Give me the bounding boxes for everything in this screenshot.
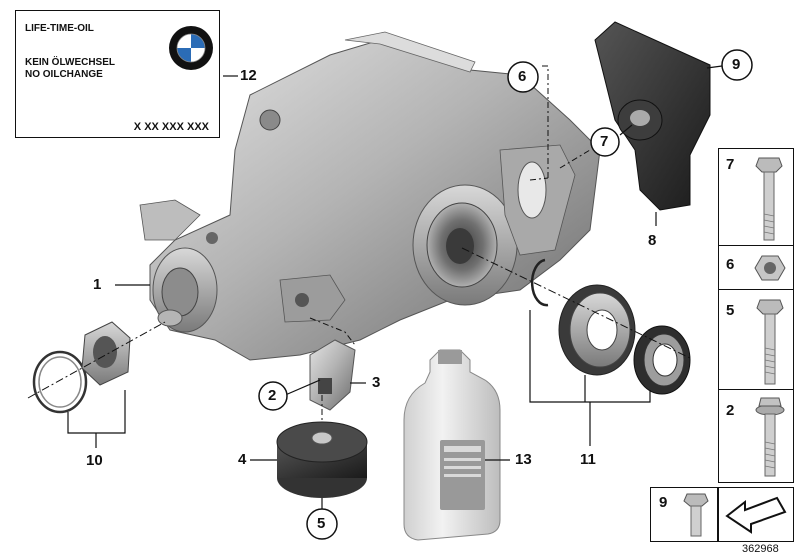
- seal-ring: [32, 350, 88, 414]
- rubber-mount: [276, 421, 368, 498]
- fastener-label: 2: [726, 402, 735, 419]
- callout-4[interactable]: 4: [238, 451, 247, 468]
- label-code: X XX XXX XXX: [133, 121, 209, 133]
- fastener-label: 6: [726, 256, 735, 273]
- long-bolt-icon: [755, 157, 783, 241]
- arrow-icon: [725, 496, 787, 534]
- fastener-item-5[interactable]: 5: [718, 290, 794, 390]
- callout-2[interactable]: 2: [268, 387, 277, 404]
- callout-9[interactable]: 9: [732, 56, 741, 73]
- short-bolt-icon: [683, 493, 709, 537]
- navigation-arrow[interactable]: [718, 487, 794, 542]
- callout-13[interactable]: 13: [515, 451, 532, 468]
- differential-housing: [139, 31, 601, 361]
- label-line-1: LIFE-TIME-OIL: [25, 23, 94, 34]
- callout-8[interactable]: 8: [648, 232, 657, 249]
- callout-1[interactable]: 1: [93, 276, 102, 293]
- callout-6[interactable]: 6: [518, 68, 527, 85]
- hex-nut-icon: [754, 255, 786, 281]
- callout-7[interactable]: 7: [600, 133, 609, 150]
- fastener-label: 5: [726, 302, 735, 319]
- label-line-3: NO OILCHANGE: [25, 69, 103, 80]
- mount-bracket: [309, 339, 356, 411]
- diagram-id: 362968: [742, 543, 779, 555]
- callout-5[interactable]: 5: [317, 515, 326, 532]
- fastener-item-6[interactable]: 6: [718, 246, 794, 290]
- callout-12[interactable]: 12: [240, 67, 257, 84]
- oil-info-label: LIFE-TIME-OIL KEIN ÖLWECHSEL NO OILCHANG…: [15, 10, 220, 138]
- callout-3[interactable]: 3: [372, 374, 381, 391]
- oil-bottle: [403, 349, 501, 541]
- fastener-panel: [718, 148, 794, 483]
- brand-logo-icon: [169, 26, 213, 70]
- fastener-item-9[interactable]: 9: [650, 487, 718, 542]
- fastener-item-7[interactable]: 7: [718, 148, 794, 246]
- label-line-2: KEIN ÖLWECHSEL: [25, 57, 116, 68]
- snap-ring: [530, 258, 549, 307]
- fastener-label: 9: [659, 494, 668, 511]
- flange-bolt-icon: [755, 397, 785, 477]
- dust-deflector: [633, 325, 691, 395]
- callout-10[interactable]: 10: [86, 452, 103, 469]
- rubber-cover: [594, 21, 711, 211]
- callout-11[interactable]: 11: [580, 451, 596, 468]
- shaft-seal: [558, 284, 636, 376]
- hex-bolt-icon: [756, 299, 784, 385]
- fastener-item-2[interactable]: 2: [718, 390, 794, 483]
- fastener-label: 7: [726, 156, 735, 173]
- collar-nut: [81, 321, 131, 386]
